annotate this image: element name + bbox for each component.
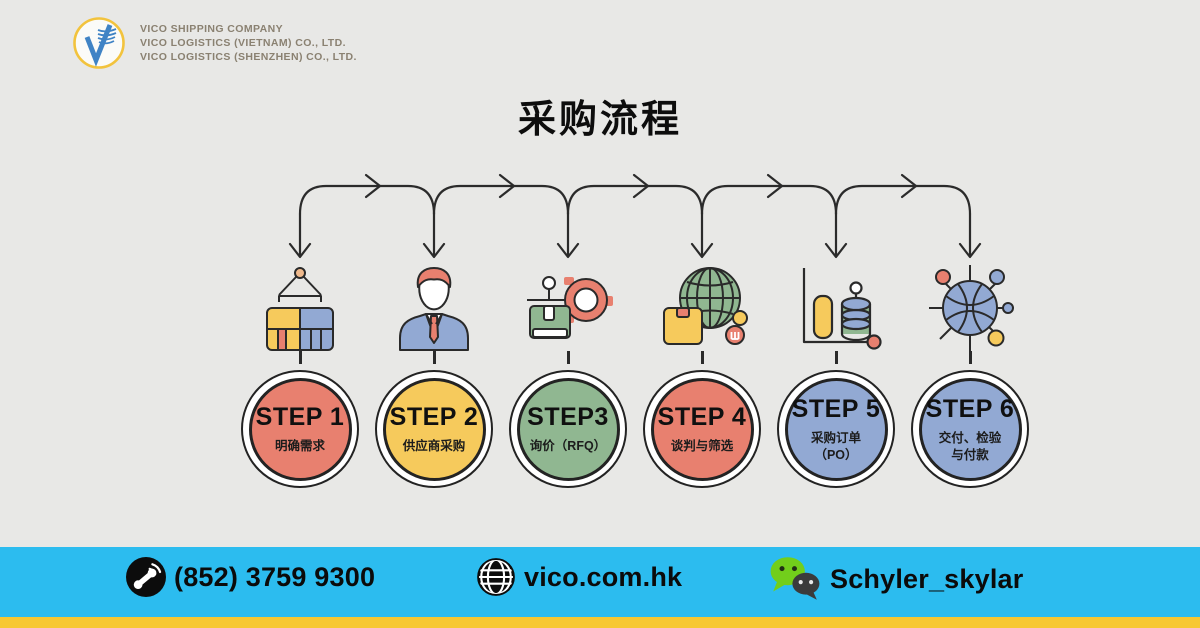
step-sublabel: 采购订单 （PO）: [810, 430, 861, 462]
vico-logo-icon: [73, 17, 125, 69]
step-sublabel: 交付、检验 与付款: [938, 430, 1002, 462]
wechat-id: Schyler_skylar: [830, 563, 1024, 594]
step-circle: STEP 4 谈判与筛选: [643, 370, 761, 488]
step-label: STEP 6: [925, 394, 1015, 423]
phone-number: (852) 3759 9300: [174, 561, 376, 592]
company-line-2: VICO LOGISTICS (VIETNAM) CO., LTD.: [140, 37, 346, 49]
step-circle: STEP3 询价（RFQ）: [509, 370, 627, 488]
step-label: STEP3: [527, 403, 609, 432]
flow-arrows: [288, 173, 982, 259]
globe-icon: [477, 558, 515, 596]
step-label: STEP 2: [389, 403, 479, 432]
step-connector-dash: [969, 351, 972, 364]
step-sublabel: 谈判与筛选: [670, 439, 734, 454]
step-connector-dash: [567, 351, 570, 364]
step-sublabel: 询价（RFQ）: [529, 439, 607, 454]
step-connector-dash: [299, 351, 302, 364]
step-circle: STEP 1 明确需求: [241, 370, 359, 488]
businessman-icon: [399, 267, 469, 351]
globe-package-icon: [663, 267, 748, 345]
step-connector-dash: [433, 351, 436, 364]
step-circle: STEP 2 供应商采购: [375, 370, 493, 488]
step-circle: STEP 5 采购订单 （PO）: [777, 370, 895, 488]
step-connector-dash: [835, 351, 838, 364]
step-sublabel: 明确需求: [274, 439, 325, 454]
network-globe-icon: [929, 265, 1014, 352]
step-circle: STEP 6 交付、检验 与付款: [911, 370, 1029, 488]
cargo-hoist-icon: [266, 267, 334, 351]
footer-bar: (852) 3759 9300 vico.com.hk: [0, 547, 1200, 617]
brand-header: VICO SHIPPING COMPANY VICO LOGISTICS (VI…: [72, 16, 357, 70]
phone-icon: [126, 557, 166, 597]
company-names: VICO SHIPPING COMPANY VICO LOGISTICS (VI…: [140, 22, 357, 64]
footer-website: vico.com.hk: [476, 557, 682, 597]
footer-accent-strip: [0, 617, 1200, 628]
step-label: STEP 1: [255, 403, 345, 432]
stamp-gear-icon: [527, 276, 613, 339]
step-sublabel: 供应商采购: [402, 439, 466, 454]
footer-phone: (852) 3759 9300: [126, 557, 375, 597]
diagram-title: 采购流程: [517, 99, 682, 141]
website-url: vico.com.hk: [524, 561, 683, 592]
step-connector-dash: [701, 351, 704, 364]
footer-wechat: Schyler_skylar: [768, 555, 1023, 603]
step-label: STEP 4: [657, 403, 747, 432]
wechat-icon: [770, 557, 820, 600]
company-line-3: VICO LOGISTICS (SHENZHEN) CO., LTD.: [140, 51, 357, 63]
company-line-1: VICO SHIPPING COMPANY: [140, 23, 283, 35]
chart-database-icon: [802, 268, 882, 350]
step-label: STEP 5: [791, 394, 881, 423]
